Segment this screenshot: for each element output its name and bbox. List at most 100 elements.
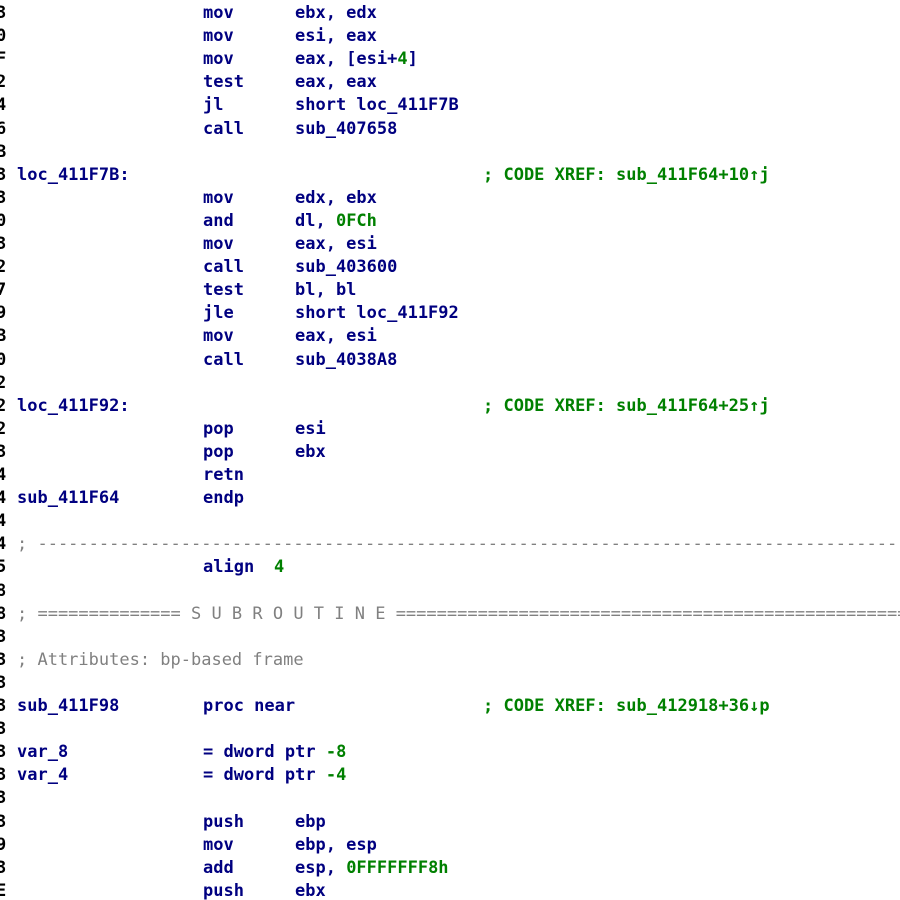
instruction-mnemonic[interactable]: pop — [203, 441, 234, 462]
instruction-mnemonic[interactable]: call — [203, 349, 244, 370]
instruction-mnemonic[interactable]: call — [203, 257, 244, 278]
code-label[interactable]: sub_411F98 — [17, 696, 120, 716]
instruction-operands[interactable]: esi — [295, 418, 326, 441]
instruction-mnemonic[interactable]: mov — [203, 49, 234, 70]
code-xref-comment[interactable]: ; CODE XREF: sub_411F64+25↑j — [483, 395, 770, 416]
instruction-mnemonic[interactable]: jle — [203, 303, 234, 324]
instruction-mnemonic[interactable]: add — [203, 857, 234, 878]
blank-line[interactable]: 3 — [0, 626, 900, 649]
instruction-mnemonic[interactable]: jl — [203, 95, 224, 116]
instruction-mnemonic[interactable]: mov — [203, 834, 234, 855]
blank-line[interactable]: 3 — [0, 672, 900, 695]
instruction-operands[interactable]: sub_407658 — [295, 118, 397, 141]
instruction-line[interactable]: 7 test bl, bl — [0, 279, 900, 302]
blank-line[interactable]: 8 — [0, 580, 900, 603]
instruction-mnemonic[interactable]: and — [203, 210, 234, 231]
instruction-operands[interactable]: sub_403600 — [295, 256, 397, 279]
instruction-mnemonic[interactable]: push — [203, 811, 244, 832]
instruction-operands[interactable]: eax, esi — [295, 233, 377, 256]
code-xref-comment[interactable]: ; CODE XREF: sub_412918+36↓p — [483, 696, 770, 716]
instruction-mnemonic[interactable]: mov — [203, 26, 234, 47]
instruction-operands[interactable]: short loc_411F7B — [295, 94, 459, 117]
instruction-mnemonic[interactable]: align — [203, 557, 255, 578]
instruction-operands[interactable]: short loc_411F92 — [295, 302, 459, 325]
instruction-operands[interactable]: sub_4038A8 — [295, 349, 397, 372]
instruction-operands[interactable]: eax, [esi+4] — [295, 48, 418, 71]
instruction-operands[interactable]: esp, 0FFFFFFF8h — [295, 857, 449, 880]
instruction-operands[interactable]: ebp, esp — [295, 834, 377, 857]
comment-line[interactable]: 3; Attributes: bp-based frame — [0, 649, 900, 672]
address-fragment: 7 — [0, 280, 7, 301]
instruction-mnemonic[interactable]: endp — [203, 488, 244, 509]
code-label[interactable]: var_8 — [17, 742, 69, 763]
instruction-mnemonic[interactable]: call — [203, 118, 244, 139]
instruction-operands[interactable]: esi, eax — [295, 25, 377, 48]
instruction-mnemonic[interactable]: push — [203, 880, 244, 900]
instruction-operands[interactable]: 4 — [274, 556, 284, 579]
blank-line[interactable]: 3 — [0, 787, 900, 810]
address-fragment: 5 — [0, 557, 7, 578]
instruction-line[interactable]: 5 align 4 — [0, 556, 900, 579]
instruction-operands[interactable]: ebp — [295, 811, 326, 834]
instruction-operands[interactable]: ebx, edx — [295, 2, 377, 25]
instruction-operands[interactable]: bl, bl — [295, 279, 356, 302]
instruction-mnemonic[interactable]: mov — [203, 234, 234, 254]
code-xref-comment[interactable]: ; CODE XREF: sub_411F64+10↑j — [483, 164, 770, 185]
address-fragment: F — [0, 49, 7, 70]
blank-line[interactable]: B — [0, 141, 900, 164]
code-label[interactable]: loc_411F7B: — [17, 164, 130, 185]
instruction-mnemonic[interactable]: test — [203, 72, 244, 93]
code-label[interactable]: var_4 — [17, 765, 69, 786]
instruction-operands[interactable]: edx, ebx — [295, 187, 377, 210]
blank-line[interactable]: 3 — [0, 718, 900, 741]
instruction-mnemonic[interactable]: mov — [203, 187, 234, 208]
address-fragment: 2 — [0, 372, 7, 393]
instruction-mnemonic[interactable]: retn — [203, 465, 244, 485]
instruction-operands[interactable]: ebx — [295, 441, 326, 464]
code-label[interactable]: sub_411F64 — [17, 488, 120, 509]
comment-line[interactable]: 4; -------------------------------------… — [0, 533, 900, 556]
instruction-operands[interactable]: dl, 0FCh — [295, 210, 377, 233]
instruction-mnemonic[interactable]: test — [203, 280, 244, 301]
comment-line[interactable]: 8; ============== S U B R O U T I N E ==… — [0, 603, 900, 626]
instruction-operands[interactable]: eax, esi — [295, 325, 377, 348]
instruction-mnemonic[interactable]: mov — [203, 326, 234, 347]
operand-number: 4 — [397, 49, 408, 70]
operand-text: short loc_411F7B — [295, 95, 459, 116]
instruction-mnemonic[interactable]: pop — [203, 418, 234, 439]
blank-line[interactable]: 4 — [0, 510, 900, 533]
instruction-operands[interactable]: ebx — [295, 880, 326, 900]
instruction-mnemonic[interactable]: mov — [203, 3, 234, 23]
blank-line[interactable]: 2 — [0, 372, 900, 395]
instruction-mnemonic[interactable]: proc near — [203, 696, 296, 716]
instruction-operands[interactable]: eax, eax — [295, 71, 377, 94]
code-label[interactable]: loc_411F92: — [17, 395, 130, 416]
